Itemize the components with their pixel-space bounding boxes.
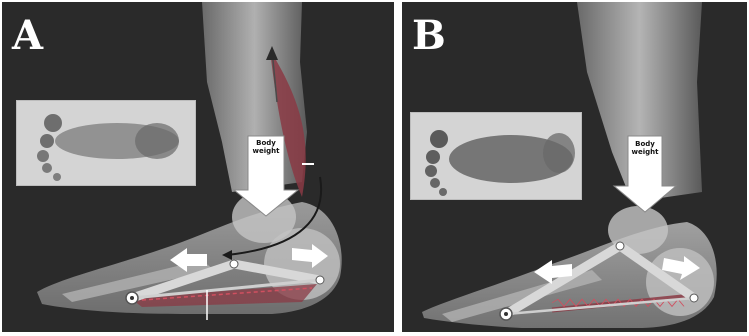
panel-letter: A [12,16,43,56]
footprint-inset-b [410,112,582,200]
toe-print [430,130,448,148]
panel-a: A Body weight [2,2,394,332]
panel-letter: B [412,16,446,56]
body-weight-label: Body weight [628,140,662,156]
calcaneus-bone [646,248,714,316]
body-weight-label: Body weight [248,139,284,155]
footprint-inset-a [16,100,196,186]
toe-print [44,114,62,132]
panel-b: B Body weight [402,2,747,332]
